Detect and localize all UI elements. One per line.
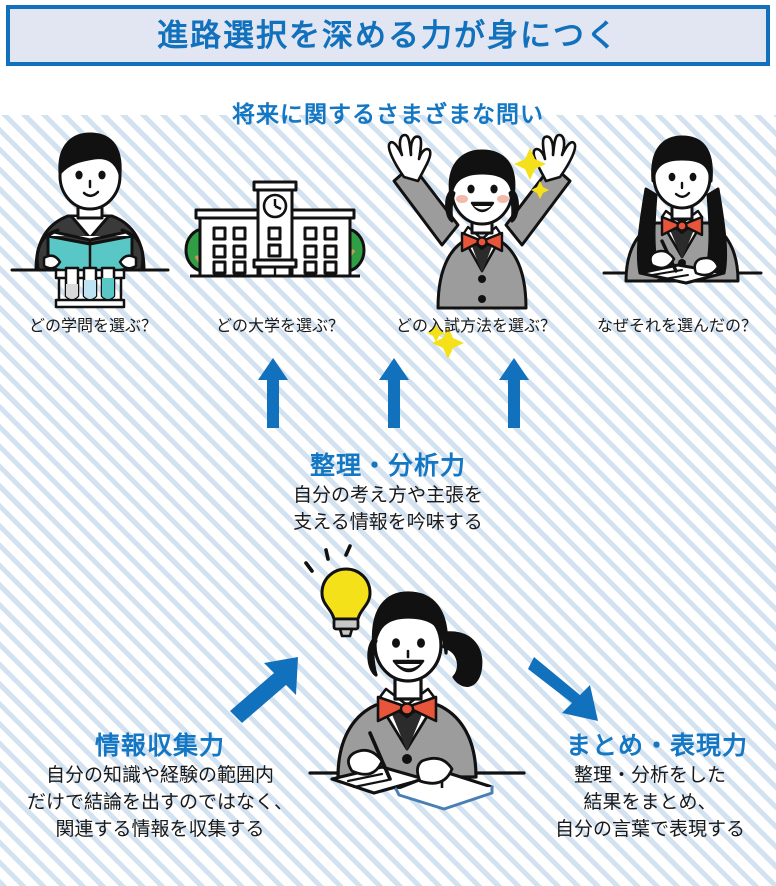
expression-line-3: 自分の言葉で表現する <box>554 818 745 840</box>
arrow-diagonal-up-right <box>230 657 298 723</box>
university-building-illustration <box>184 180 366 278</box>
page-title: 進路選択を深める力が身につく <box>157 18 619 53</box>
collection-line-2: だけで結論を出すのではなく、 <box>26 791 293 813</box>
collection-heading: 情報収集力 <box>94 732 225 760</box>
analysis-heading: 整理・分析力 <box>309 452 466 480</box>
expression-line-1: 整理・分析をした <box>573 765 726 786</box>
analysis-line-2: 支える情報を吟味する <box>293 511 483 533</box>
panel-caption-3: どの入試方法を選ぶ？ <box>395 318 556 335</box>
student-with-idea-illustration <box>304 544 526 811</box>
student-writing-illustration <box>602 135 763 285</box>
panel-caption-2: どの大学を選ぶ？ <box>215 318 344 335</box>
collection-line-3: 関連する情報を収集する <box>55 818 265 840</box>
expression-body: 整理・分析をした 結果をまとめ、 自分の言葉で表現する <box>524 763 776 844</box>
analysis-line-1: 自分の考え方や主張を <box>292 485 483 506</box>
subtitle: 将来に関するさまざまな問い <box>232 101 544 127</box>
collection-body: 自分の知識や経験の範囲内 だけで結論を出すのではなく、 関連する情報を収集する <box>0 763 320 844</box>
lightbulb-icon <box>304 544 372 638</box>
title-banner: 進路選択を深める力が身につく <box>6 5 770 66</box>
expression-heading: まとめ・表現力 <box>565 732 748 760</box>
sparkle-icon <box>427 148 549 359</box>
arrow-up-1 <box>258 358 288 428</box>
cheering-student-illustration <box>387 133 577 359</box>
panel-caption-1: どの学問を選ぶ？ <box>28 318 157 335</box>
expression-line-2: 結果をまとめ、 <box>583 791 717 813</box>
collection-line-1: 自分の知識や経験の範囲内 <box>45 765 274 786</box>
arrow-diagonal-down-right <box>528 657 598 721</box>
analysis-body: 自分の考え方や主張を 支える情報を吟味する <box>248 483 528 537</box>
panel-caption-4: なぜそれを選んだの？ <box>596 318 757 335</box>
arrow-up-2 <box>379 358 409 428</box>
student-with-book-and-test-tubes-illustration <box>10 132 170 309</box>
arrow-up-3 <box>499 358 529 428</box>
